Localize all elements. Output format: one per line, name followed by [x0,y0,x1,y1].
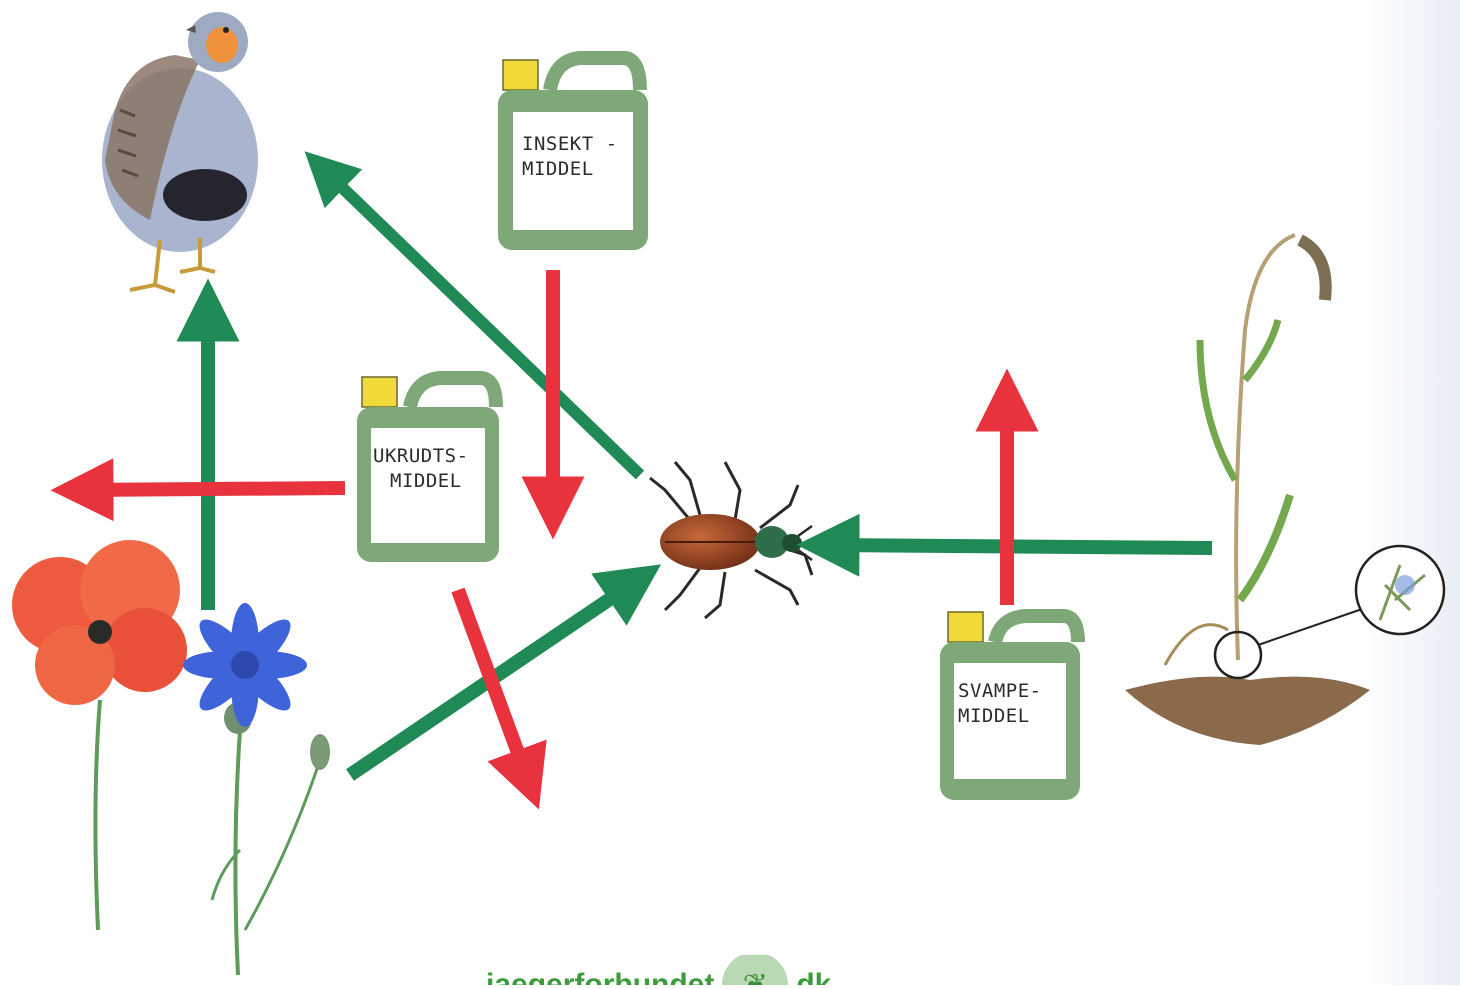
insecticide-canister: INSEKT - MIDDEL [498,58,648,250]
herbicide-label-line1: UKRUDTS- [373,445,469,467]
beetle-icon [650,462,812,618]
cornflower-icon [183,603,330,975]
poppy-icon [12,540,187,930]
herbicide-canister: UKRUDTS- MIDDEL [357,377,499,562]
footer-brand-right: dk [796,968,831,985]
arrow-grain-to-beetle [828,545,1212,548]
fungicide-label-line1: SVAMPE- [958,680,1042,702]
partridge-icon [102,12,258,292]
arrow-herbicide-diagonal [458,590,528,780]
insecticide-label-line1: INSEKT - [522,133,618,155]
footer-brand[interactable]: jaegerforbundet ❦ dk [486,955,831,985]
arrow-herbicide-to-flowers [82,488,345,490]
footer: jaegerforbundet ❦ dk [0,955,1460,985]
herbicide-label-line2: MIDDEL [390,470,462,492]
fungicide-canister: SVAMPE- MIDDEL [940,612,1080,800]
footer-brand-left: jaegerforbundet [486,968,714,985]
insecticide-label-line2: MIDDEL [522,158,594,180]
leaf-logo-icon: ❦ [722,955,788,985]
fungicide-label-line2: MIDDEL [958,705,1030,727]
grain-plant-icon [1125,235,1444,745]
